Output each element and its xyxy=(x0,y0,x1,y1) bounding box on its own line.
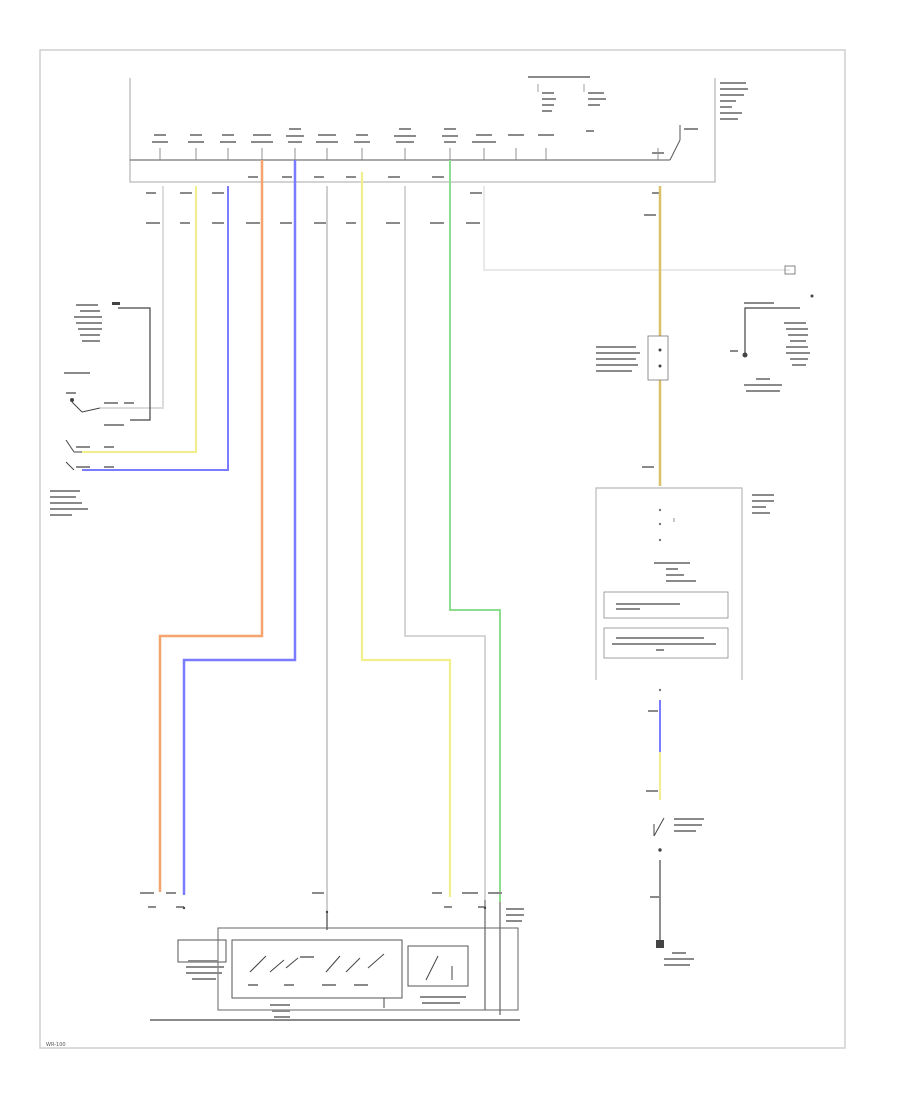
wire-white-left xyxy=(100,186,164,409)
left-switch xyxy=(65,398,101,471)
bottom-switch-assembly xyxy=(140,892,524,1018)
wire-black-left xyxy=(118,307,151,421)
diagram-frame xyxy=(39,49,846,1049)
control-unit-box xyxy=(129,76,748,183)
wire-blue-main xyxy=(182,160,297,895)
ground-symbol xyxy=(742,352,748,358)
wire-gray-right xyxy=(404,186,486,900)
wire-yellow-left xyxy=(82,186,197,453)
wire-white-branch xyxy=(483,186,790,271)
wire-blue-left xyxy=(82,186,229,471)
ground-lower xyxy=(656,940,664,948)
wire-orange-main xyxy=(158,160,264,892)
wire-green xyxy=(449,160,501,902)
right-connector xyxy=(647,265,814,381)
lower-right-switch xyxy=(653,817,665,852)
wire-yellow-mid xyxy=(360,172,452,897)
wire-black-ground-right xyxy=(744,307,800,355)
right-module xyxy=(595,487,774,692)
diagram-id: WR-100 xyxy=(46,1042,66,1048)
